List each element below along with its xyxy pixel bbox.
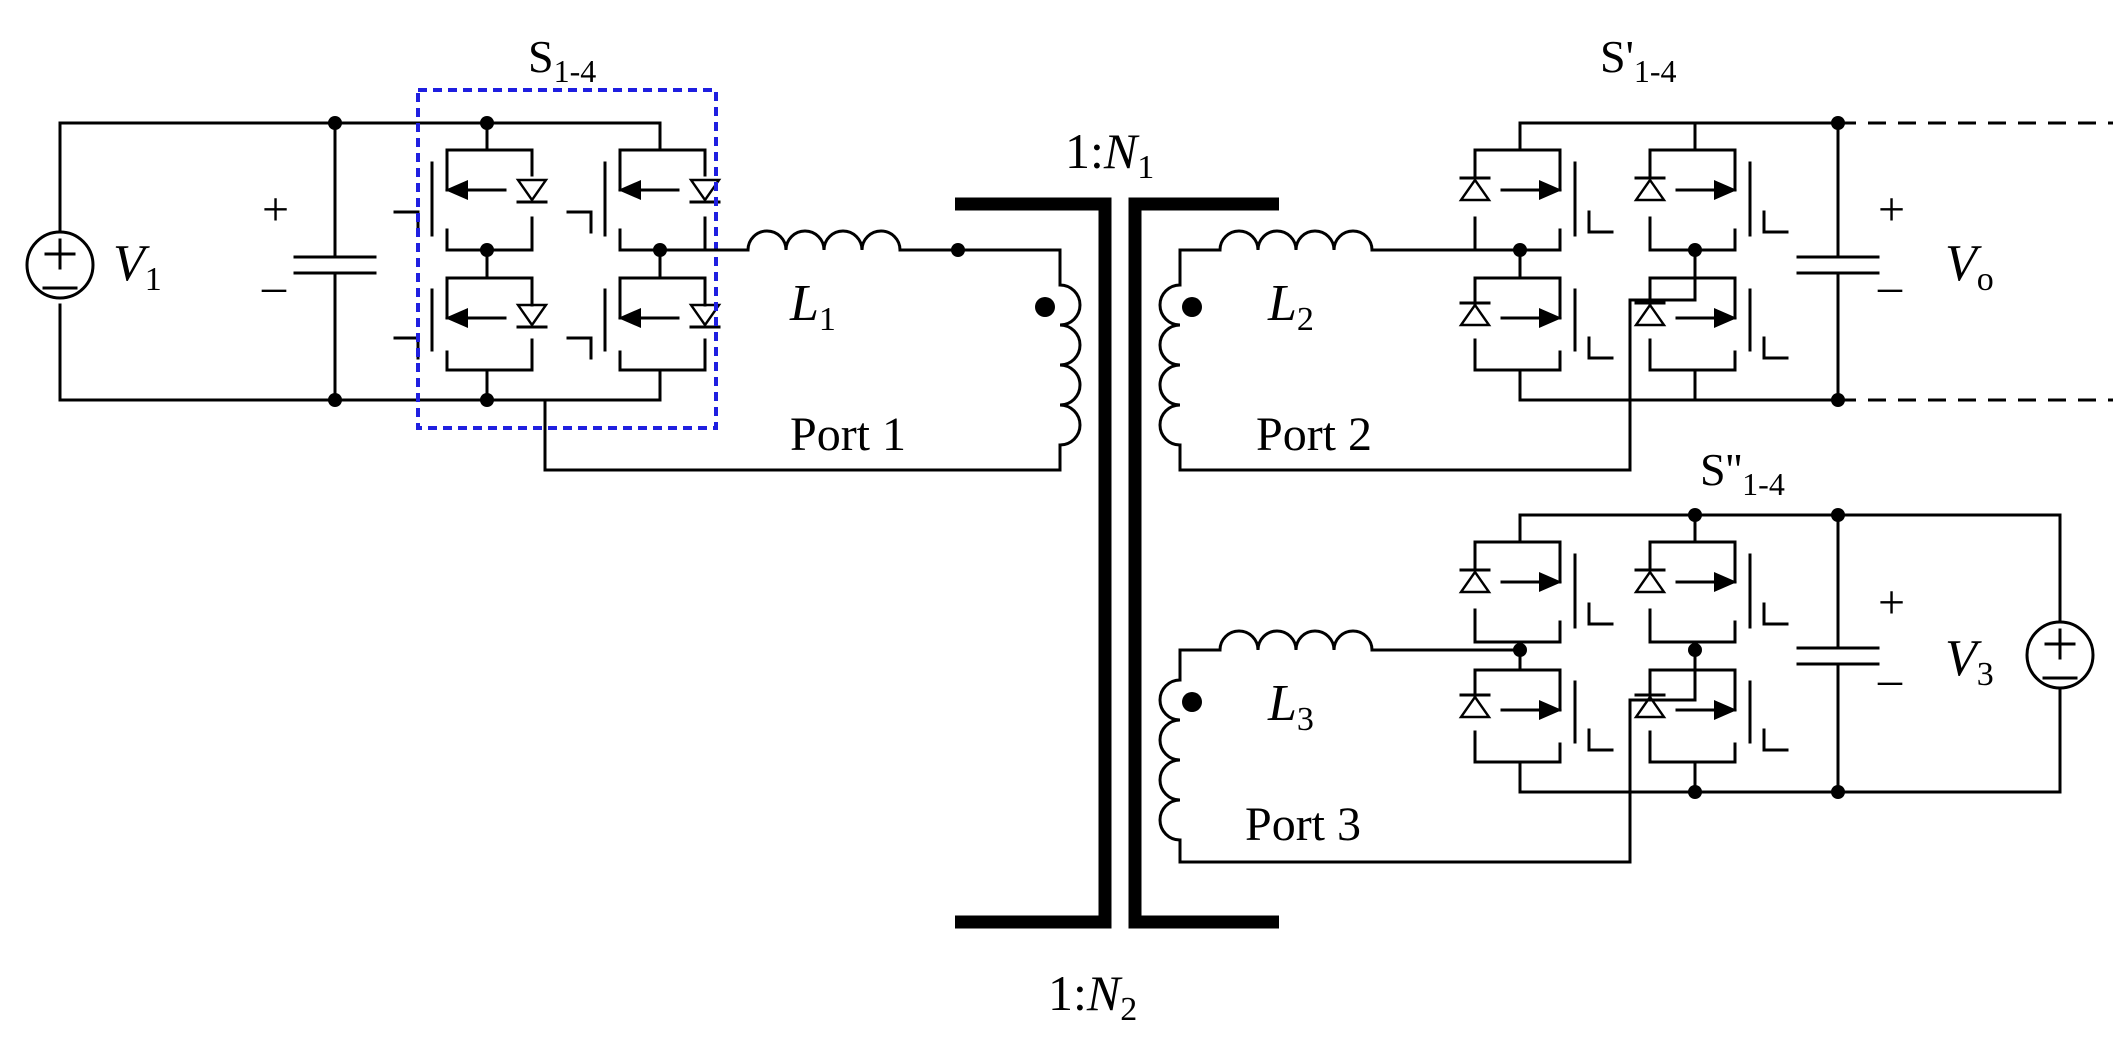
l1-label: L1 [789,275,836,338]
bridge-s1: S1-4 [328,31,722,430]
polarity-dot-1 [1035,297,1055,317]
port3-cap-minus: – [1877,653,1903,706]
s1-label: S1-4 [528,31,596,89]
ratio-n1-label: 1:N1 [1065,123,1154,186]
output-cap-plus: + [1878,183,1905,236]
s1-highlight-box [416,88,718,430]
port1-label: Port 1 [790,408,906,461]
port3-label: Port 3 [1245,798,1361,851]
port1-circuit: V1 + – [25,31,1082,472]
inductor-l3 [1218,629,1374,652]
s3-label: S''1-4 [1700,444,1785,502]
output-dashed-lines [1838,121,2113,402]
polarity-dot-2 [1182,297,1202,317]
secondary-winding-2 [1158,283,1182,447]
polarity-dot-3 [1182,692,1202,712]
inductor-l1 [746,229,902,252]
voltage-source-v1-icon [25,230,95,300]
s2-label: S'1-4 [1600,31,1677,89]
secondary-winding-3 [1158,678,1182,842]
l3-label: L3 [1267,675,1314,738]
port2-circuit: L2 Port 2 S'1-4 + [1158,31,2113,472]
port3-cap-plus: + [1878,576,1905,629]
input-cap-plus: + [262,183,289,236]
transformer-core: 1:N1 1:N2 [955,123,1279,1028]
l2-label: L2 [1267,275,1314,338]
ratio-n2-label: 1:N2 [1048,965,1137,1028]
v3-label: V3 [1945,630,1994,693]
v1-label: V1 [113,235,162,298]
voltage-source-v3-icon [2025,620,2095,690]
inductor-l2 [1218,229,1374,252]
vo-label: Vo [1945,235,1994,298]
output-cap-minus: – [1877,260,1903,313]
port3-circuit: L3 Port 3 S''1-4 [1158,444,2095,864]
port2-label: Port 2 [1256,408,1372,461]
primary-winding [1058,283,1082,447]
input-capacitor: + – [261,121,377,402]
input-cap-minus: – [261,260,287,313]
